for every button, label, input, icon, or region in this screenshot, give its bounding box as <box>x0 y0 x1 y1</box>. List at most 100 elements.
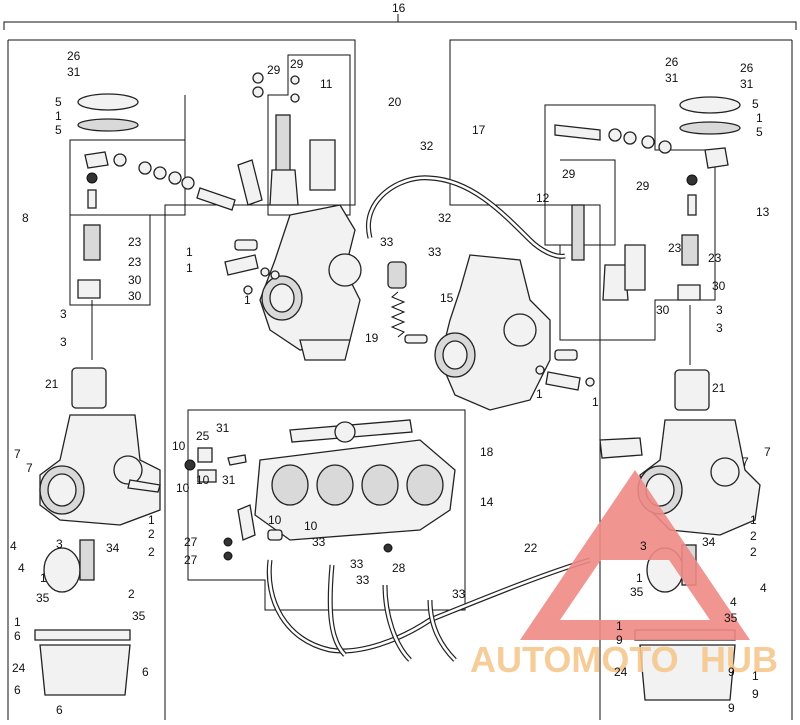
callout: 18 <box>480 445 494 459</box>
left-carb-callouts: 26 31 5 1 5 8 23 23 30 30 3 3 21 7 7 4 4… <box>10 49 155 717</box>
callout: 6 <box>142 665 149 679</box>
callout: 1 <box>148 513 155 527</box>
link-assembly-12 <box>554 124 672 301</box>
callout: 6 <box>14 683 21 697</box>
callout: 31 <box>216 421 230 435</box>
callout: 32 <box>438 211 452 225</box>
callout: 30 <box>656 303 670 317</box>
callout: 2 <box>148 545 155 559</box>
left-throttle-pieces <box>224 239 280 295</box>
callout: 33 <box>356 573 370 587</box>
callout: 5 <box>55 95 62 109</box>
callout: 35 <box>132 609 146 623</box>
right-float-chamber-cap <box>674 369 710 411</box>
carb-body-18 <box>434 254 551 411</box>
callout: 28 <box>392 561 406 575</box>
callout: 31 <box>67 65 81 79</box>
callout: 31 <box>222 473 236 487</box>
callout: 1 <box>636 571 643 585</box>
callout: 27 <box>184 553 198 567</box>
hose-callouts: 32 32 33 33 15 <box>380 139 454 305</box>
callout: 22 <box>524 541 538 555</box>
callout: 23 <box>668 241 682 255</box>
callout: 4 <box>10 539 17 553</box>
callout: 12 <box>536 191 550 205</box>
callout: 21 <box>45 377 59 391</box>
callout: 6 <box>14 629 21 643</box>
callout: 10 <box>304 519 318 533</box>
callout: 32 <box>420 139 434 153</box>
left-float-chamber-cap <box>71 367 107 409</box>
callout: 29 <box>636 179 650 193</box>
left-needle-parts <box>77 172 101 360</box>
callout: 24 <box>614 665 628 679</box>
callout: 1 <box>14 615 21 629</box>
callout: 7 <box>26 461 33 475</box>
callout: 7 <box>742 455 749 469</box>
callout: 35 <box>36 591 50 605</box>
callout: 21 <box>712 381 726 395</box>
callout: 33 <box>312 535 326 549</box>
callout: 6 <box>56 703 63 717</box>
callout: 3 <box>56 537 63 551</box>
callout: 1 <box>750 513 757 527</box>
callout: 1 <box>752 669 759 683</box>
callout: 3 <box>640 539 647 553</box>
frame-outlines <box>7 39 793 720</box>
manifold-small-parts <box>184 447 283 561</box>
callout: 8 <box>22 211 29 225</box>
callout: 1 <box>244 293 251 307</box>
callout: 4 <box>760 581 767 595</box>
watermark-triangle-logo <box>520 470 750 640</box>
callout: 15 <box>440 291 454 305</box>
left-carburetor <box>34 93 263 696</box>
right-throttle-pieces <box>535 349 595 391</box>
lower-hoses <box>266 543 591 662</box>
callout: 1 <box>186 245 193 259</box>
callout: 23 <box>128 235 142 249</box>
manifold-14 <box>184 419 456 561</box>
callout: 1 <box>756 111 763 125</box>
callout: 33 <box>428 245 442 259</box>
callout: 2 <box>750 545 757 559</box>
callout: 34 <box>106 541 120 555</box>
manifold-callouts: 10 25 31 10 10 31 14 10 10 27 27 33 33 3… <box>172 421 538 601</box>
left-linkage-rod <box>84 151 263 211</box>
callout: 33 <box>452 587 466 601</box>
callout: 23 <box>128 255 142 269</box>
callout: 27 <box>184 535 198 549</box>
callout: 1 <box>55 109 62 123</box>
callout: 25 <box>196 429 210 443</box>
callout: 9 <box>752 687 759 701</box>
callout: 9 <box>728 701 735 715</box>
callout: 4 <box>730 595 737 609</box>
callout: 10 <box>172 439 186 453</box>
callout-16: 16 <box>392 1 406 15</box>
callout: 31 <box>740 77 754 91</box>
callout: 2 <box>148 527 155 541</box>
right-middle-carburetor <box>434 124 672 411</box>
callout: 17 <box>472 123 486 137</box>
callout: 31 <box>665 71 679 85</box>
callout: 5 <box>756 125 763 139</box>
callout: 5 <box>752 97 759 111</box>
callout: 11 <box>320 77 333 91</box>
callout: 9 <box>728 665 735 679</box>
callout: 29 <box>290 57 304 71</box>
carb-body-19 <box>259 204 362 361</box>
callout: 33 <box>350 557 364 571</box>
callout: 2 <box>750 529 757 543</box>
callout: 26 <box>740 61 754 75</box>
left-carb-body <box>39 414 161 526</box>
callout: 3 <box>716 321 723 335</box>
right-carb-callouts: 26 31 26 31 5 1 5 13 23 30 21 7 7 1 2 3 … <box>614 55 771 715</box>
left-float-bowl <box>34 539 131 696</box>
callout: 33 <box>380 235 394 249</box>
callout: 29 <box>562 167 576 181</box>
callout: 4 <box>18 561 25 575</box>
right-carburetor <box>599 96 761 701</box>
callout: 7 <box>14 447 21 461</box>
hose-group <box>365 175 566 344</box>
callout: 26 <box>665 55 679 69</box>
automotohub-watermark: AUTOMOTO HUB <box>470 470 778 680</box>
